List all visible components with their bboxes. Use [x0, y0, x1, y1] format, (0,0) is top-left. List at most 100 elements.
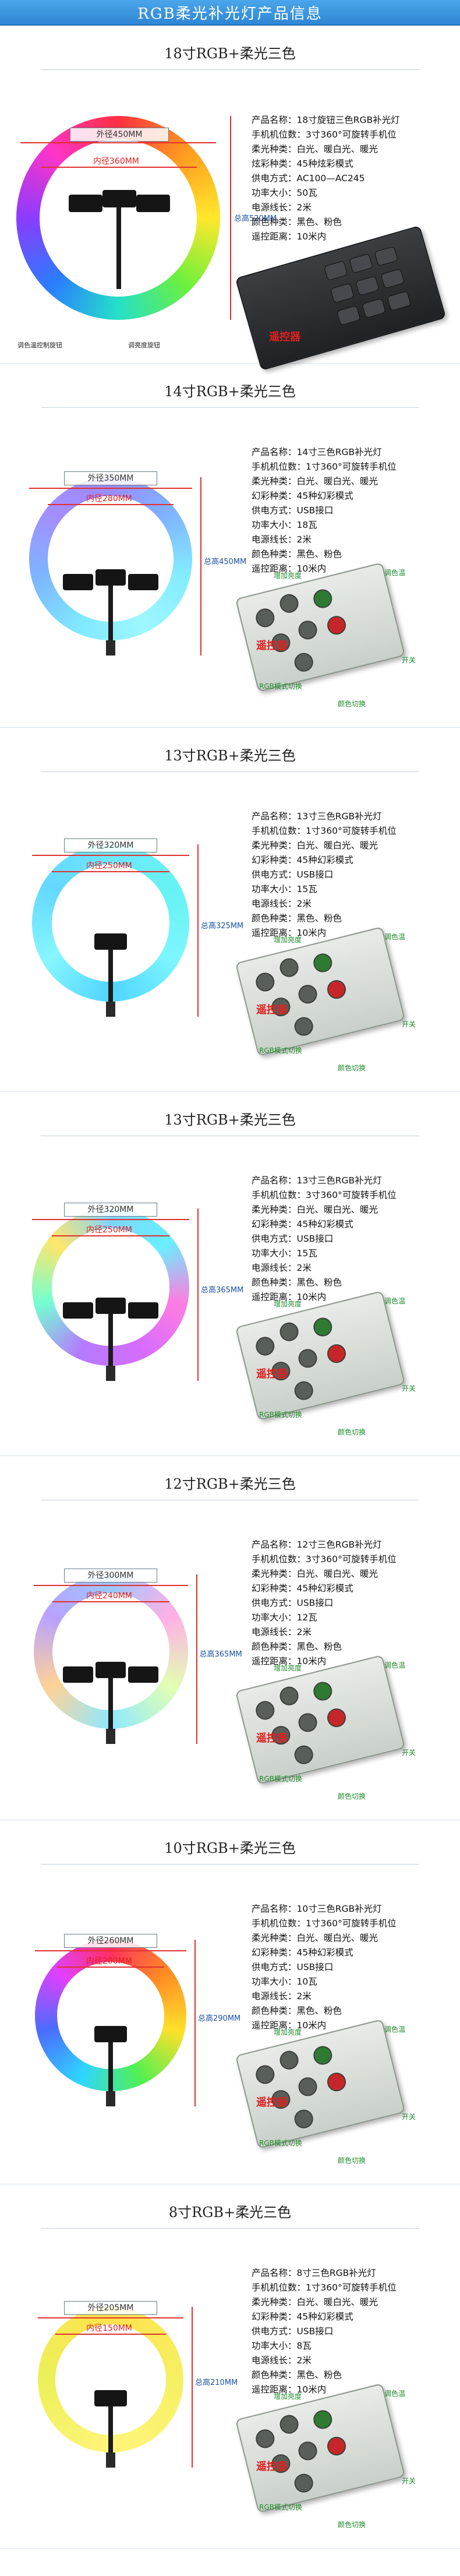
- phone-holder: [94, 2390, 127, 2406]
- remote-control-image: [235, 926, 406, 1056]
- spec-line: 电源线长：2米: [252, 1263, 312, 1273]
- light-stand: [106, 1728, 115, 1744]
- page-header: RGB柔光补光灯产品信息: [0, 0, 460, 26]
- spec-line: 供电方式：USB接口: [252, 869, 334, 880]
- spec-list: 产品名称：13寸三色RGB补光灯 手机机位数：3寸360°可旋转手机位 柔光种类…: [252, 1174, 397, 1305]
- callout-rgb-mode: RGB模式切换: [259, 1046, 302, 1055]
- height-line: [197, 1208, 199, 1381]
- spec-line: 供电方式：USB接口: [252, 2326, 334, 2337]
- spec-line: 柔光种类：白光、暖白光、暖光: [252, 840, 378, 851]
- spec-line: 产品名称：13寸三色RGB补光灯: [252, 811, 382, 822]
- inner-diameter-line: [52, 871, 169, 872]
- title-divider: [41, 1864, 419, 1865]
- product-section-5: 10寸RGB+柔光三色 外径260MM 内径200MM 总高290MM 产品名称…: [0, 1820, 460, 2184]
- spec-line: 手机机位数：1寸360°可旋转手机位: [252, 461, 397, 472]
- height-label: 总高450MM: [204, 558, 247, 566]
- outer-diameter-label: 外径320MM: [64, 1203, 157, 1217]
- inner-diameter-label: 内径360MM: [93, 157, 139, 166]
- page-title: RGB柔光补光灯产品信息: [137, 5, 323, 23]
- spec-line: 电源线长：2米: [252, 534, 312, 545]
- spec-line: 手机机位数：1寸360°可旋转手机位: [252, 1918, 397, 1929]
- spec-line: 电源线长：2米: [252, 1991, 312, 2001]
- height-label: 总高290MM: [198, 2014, 241, 2023]
- spec-line: 产品名称：8寸三色RGB补光灯: [252, 2268, 376, 2278]
- callout-color-switch: 颜色切换: [338, 2521, 366, 2529]
- product-section-18: 18寸RGB+柔光三色 外径450MM 内径360MM 总高520MM 调色温控…: [0, 26, 460, 371]
- spec-line: 功率大小：8瓦: [252, 2341, 312, 2351]
- spec-line: 幻彩种类：45种幻彩模式: [252, 1947, 353, 1958]
- spec-line: 颜色种类：黑色、粉色: [252, 217, 342, 227]
- inner-diameter-label: 内径280MM: [86, 494, 132, 503]
- title-divider: [41, 771, 419, 772]
- outer-diameter-line: [29, 488, 192, 489]
- inner-diameter-line: [48, 504, 174, 505]
- spec-line: 炫彩种类：45种炫彩模式: [252, 158, 353, 169]
- spec-list: 产品名称：13寸三色RGB补光灯 手机机位数：1寸360°可旋转手机位 柔光种类…: [252, 809, 397, 940]
- holder-arm: [108, 2042, 113, 2091]
- phone-holder: [63, 1666, 93, 1683]
- height-label: 总高210MM: [195, 2378, 238, 2387]
- spec-line: 遥控距离：10米内: [252, 563, 327, 574]
- phone-holder: [136, 195, 170, 212]
- product-section-6: 8寸RGB+柔光三色 外径205MM 内径150MM 总高210MM 产品名称：…: [0, 2184, 460, 2549]
- callout-color-switch: 颜色切换: [338, 700, 366, 708]
- product-section-2: 13寸RGB+柔光三色 外径320MM 内径250MM 总高325MM 产品名称…: [0, 728, 460, 1092]
- spec-line: 手机机位数：3寸360°可旋转手机位: [252, 1554, 397, 1564]
- phone-holder: [128, 1666, 158, 1683]
- product-section-4: 12寸RGB+柔光三色 外径300MM 内径240MM 总高365MM 产品名称…: [0, 1456, 460, 1820]
- holder-arm: [108, 1314, 113, 1366]
- phone-holder: [63, 574, 93, 590]
- spec-line: 供电方式：USB接口: [252, 1962, 334, 1972]
- spec-line: 柔光种类：白光、暖白光、暖光: [252, 476, 378, 487]
- remote-label: 遥控器: [269, 331, 300, 343]
- spec-line: 供电方式：USB接口: [252, 1234, 334, 1244]
- inner-diameter-line: [55, 2334, 166, 2335]
- section-title: 13寸RGB+柔光三色: [164, 1112, 296, 1128]
- spec-line: 功率大小：15瓦: [252, 884, 317, 894]
- section-title: 14寸RGB+柔光三色: [164, 383, 296, 400]
- spec-line: 功率大小：50瓦: [252, 188, 317, 198]
- remote-label: 遥控器: [256, 1004, 288, 1016]
- phone-holder: [128, 1302, 158, 1319]
- inner-diameter-label: 内径150MM: [86, 2324, 132, 2333]
- remote-label: 遥控器: [256, 640, 288, 652]
- height-line: [196, 1574, 197, 1744]
- spec-line: 幻彩种类：45种幻彩模式: [252, 1219, 353, 1229]
- callout-power: 开关: [402, 1384, 416, 1393]
- callout-color-switch: 颜色切换: [338, 1428, 366, 1436]
- inner-diameter-line: [57, 1967, 164, 1968]
- phone-holder: [94, 2026, 127, 2042]
- holder-arm: [108, 586, 113, 640]
- outer-diameter-label: 外径205MM: [64, 2301, 157, 2315]
- callout-rgb-mode: RGB模式切换: [259, 1775, 302, 1783]
- spec-line: 电源线长：2米: [252, 1627, 312, 1637]
- spec-list: 产品名称：10寸三色RGB补光灯 手机机位数：1寸360°可旋转手机位 柔光种类…: [252, 1902, 397, 2033]
- height-label: 总高325MM: [201, 922, 244, 931]
- height-label: 总高365MM: [199, 1650, 242, 1659]
- callout-color-temp: 调色温: [384, 2025, 406, 2034]
- remote-control-image: [235, 562, 406, 692]
- spec-line: 产品名称：10寸三色RGB补光灯: [252, 1904, 382, 1914]
- remote-label: 遥控器: [256, 2096, 288, 2109]
- outer-diameter-label: 外径300MM: [64, 1568, 157, 1583]
- inner-diameter-label: 内径200MM: [86, 1957, 132, 1966]
- spec-line: 手机机位数：1寸360°可旋转手机位: [252, 826, 397, 836]
- outer-diameter-line: [20, 142, 216, 143]
- spec-list: 产品名称：12寸三色RGB补光灯 手机机位数：3寸360°可旋转手机位 柔光种类…: [252, 1538, 397, 1669]
- callout-color-switch: 颜色切换: [338, 2156, 366, 2165]
- outer-diameter-label: 外径320MM: [64, 838, 157, 852]
- spec-line: 颜色种类：黑色、粉色: [252, 913, 342, 924]
- spec-line: 供电方式：USB接口: [252, 1598, 334, 1608]
- phone-holder: [63, 1302, 93, 1319]
- spec-line: 柔光种类：白光、暖白光、暖光: [252, 2297, 378, 2307]
- spec-line: 颜色种类：黑色、粉色: [252, 2370, 342, 2380]
- callout-brightness: 增加亮度: [274, 1300, 302, 1308]
- spec-line: 遥控距离：10米内: [252, 1656, 327, 1666]
- callout-rgb-mode: RGB模式切换: [259, 2139, 302, 2147]
- callout-rgb-mode: RGB模式切换: [259, 682, 302, 690]
- spec-line: 幻彩种类：45种幻彩模式: [252, 2311, 353, 2322]
- phone-holder: [95, 569, 126, 586]
- product-section-1: 14寸RGB+柔光三色 外径350MM 内径280MM 总高450MM 产品名称…: [0, 364, 460, 728]
- spec-line: 手机机位数：3寸360°可旋转手机位: [252, 1190, 397, 1200]
- remote-label: 遥控器: [256, 1368, 288, 1380]
